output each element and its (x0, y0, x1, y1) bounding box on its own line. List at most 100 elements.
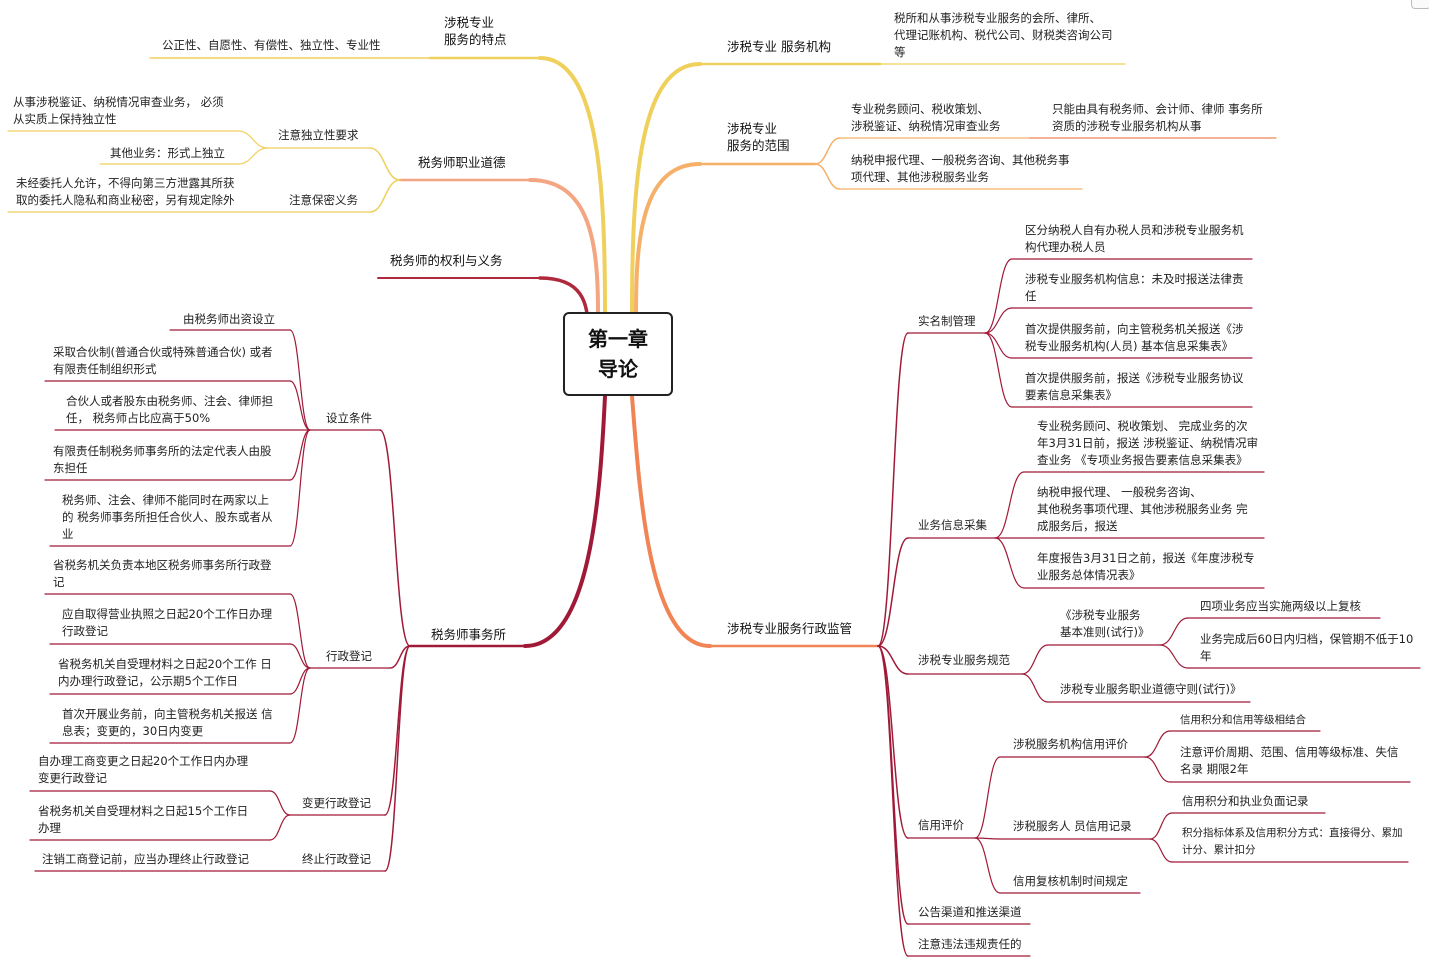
node-xy-c3[interactable]: 信用复核机制时间规定 (1013, 874, 1128, 888)
node-xinyong[interactable]: 信用评价 (918, 818, 964, 832)
node-fw-c1a[interactable]: 只能由具有税务师、会计师、律师 事务所资质的涉税专业服务机构从事 (1052, 102, 1263, 133)
connector-xy-c1b (1144, 756, 1171, 783)
node-xy-c1[interactable]: 涉税服务机构信用评价 (1013, 737, 1128, 751)
node-zz-c1[interactable]: 注销工商登记前，应当办理终止行政登记 (42, 852, 249, 866)
connector-sm-c3 (984, 332, 1013, 359)
node-baomi[interactable]: 注意保密义务 (289, 193, 358, 207)
node-daode[interactable]: 税务师职业道德 (418, 155, 506, 170)
node-gf-c1a[interactable]: 四项业务应当实施两级以上复核 (1200, 599, 1361, 613)
connector-xy-c2 (974, 837, 1001, 840)
node-xx-c1[interactable]: 专业税务顾问、税收策划、 完成业务的次年3月31日前，报送 涉税鉴证、纳税情况审… (1037, 419, 1259, 467)
node-xz-c3[interactable]: 省税务机关自受理材料之日起20个工作 日内办理行政登记，公示期5个工作日 (58, 657, 272, 688)
node-sheli-c3[interactable]: 合伙人或者股东由税务师、注会、律师担任， 税务师占比应高于50% (66, 394, 273, 425)
node-sm-c4[interactable]: 首次提供服务前，报送《涉税专业服务协议要素信息采集表》 (1025, 371, 1244, 402)
node-gonggao[interactable]: 公告渠道和推送渠道 (918, 905, 1022, 919)
node-xinxi[interactable]: 业务信息采集 (918, 518, 987, 532)
connector-gonggao (877, 645, 909, 925)
connector-xy-c1a (1144, 730, 1171, 758)
node-baomi-c1[interactable]: 未经委托人允许，不得向第三方泄露其所获取的委托人隐私和商业秘密，另有规定除外 (16, 176, 235, 207)
node-gf-c1[interactable]: 《涉税专业服务基本准则(试行)》 (1060, 608, 1150, 639)
connector-sheli (379, 429, 411, 647)
node-xy-c2b[interactable]: 积分指标体系及信用积分方式：直接得分、累加计分、累计扣分 (1182, 827, 1403, 856)
node-xx-c3[interactable]: 年度报告3月31日之前，报送《年度涉税专业服务总体情况表》 (1037, 551, 1255, 582)
node-sheli-c2[interactable]: 采取合伙制(普通合伙或特殊普通合伙) 或者有限责任制组织形式 (53, 345, 273, 376)
node-jianguan[interactable]: 涉税专业服务行政监管 (727, 621, 853, 636)
connector-sheli-c1 (289, 329, 311, 431)
node-xingzheng[interactable]: 行政登记 (326, 649, 372, 663)
connector-sm-c4 (984, 332, 1013, 408)
node-zhongzhi[interactable]: 终止行政登记 (302, 852, 371, 866)
node-xy-c1b[interactable]: 注意评价周期、范围、信用等级标准、失信名录 期限2年 (1180, 745, 1399, 776)
node-sheli[interactable]: 设立条件 (326, 411, 372, 425)
connector-xingzheng (389, 645, 411, 669)
node-jigou-c1[interactable]: 税所和从事涉税专业服务的会所、律所、代理记账机构、税代公司、财税类咨询公司等 (894, 11, 1113, 59)
connector-xz-c2 (289, 643, 311, 669)
connector-xy-c1 (974, 756, 1001, 839)
connector-shiming (877, 332, 909, 647)
node-xz-c2[interactable]: 应自取得营业执照之日起20个工作日办理行政登记 (62, 607, 273, 638)
node-duli-c2[interactable]: 其他业务：形式上独立 (110, 146, 225, 160)
connector-xx-c1 (994, 471, 1025, 539)
node-xy-c2[interactable]: 涉税服务人 员信用记录 (1013, 819, 1132, 833)
node-xz-c1[interactable]: 省税务机关负责本地区税务师事务所行政登记 (53, 558, 272, 589)
connector-biangeng (384, 645, 411, 816)
connector-weifa (877, 645, 909, 957)
connector-xy-c2b (1149, 838, 1173, 863)
connector-xy-c3 (974, 837, 1001, 894)
node-guifan[interactable]: 涉税专业服务规范 (918, 653, 1010, 667)
node-xz-c4[interactable]: 首次开展业务前，向主管税务机关报送 信息表；变更的，30日内变更 (62, 707, 273, 738)
node-sm-c2[interactable]: 涉税专业服务机构信息：未及时报送法律责任 (1025, 272, 1244, 303)
connector-gf-c2 (1021, 673, 1049, 703)
connector-fw-c1 (814, 137, 841, 165)
connector-fanwei (634, 162, 702, 314)
node-tezheng-c1[interactable]: 公正性、自愿性、有偿性、独立性、专业性 (162, 38, 381, 52)
node-tezheng[interactable]: 涉税专业服务的特点 (444, 15, 507, 47)
connector-zhongzhi (384, 645, 411, 872)
root-node[interactable]: 第一章 导论 (563, 312, 673, 396)
connector-gf-c1b (1159, 644, 1189, 669)
node-fanwei[interactable]: 涉税专业服务的范围 (727, 121, 790, 153)
node-quanli[interactable]: 税务师的权利与义务 (390, 253, 503, 268)
connector-sheli-c4 (289, 429, 311, 481)
node-sheli-c5[interactable]: 税务师、注会、律师不能同时在两家以上的 税务师事务所担任合伙人、股东或者从业 (62, 493, 273, 541)
connector-tezheng (538, 56, 607, 314)
node-bg-c1[interactable]: 自办理工商变更之日起20个工作日内办理变更行政登记 (38, 754, 249, 785)
connector-jigou (630, 62, 702, 314)
node-sheli-c4[interactable]: 有限责任制税务师事务所的法定代表人由股东担任 (53, 444, 272, 475)
connector-sm-c2 (984, 307, 1013, 334)
node-shiwusuo[interactable]: 税务师事务所 (431, 627, 507, 642)
window-corner-control[interactable] (1411, 0, 1429, 9)
connector-bg-c2 (269, 814, 291, 841)
node-duli[interactable]: 注意独立性要求 (278, 128, 359, 142)
node-biangeng[interactable]: 变更行政登记 (302, 796, 371, 810)
connector-sm-c1 (984, 258, 1013, 334)
node-xy-c1a[interactable]: 信用积分和信用等级相结合 (1180, 714, 1306, 726)
connector-fw-c2 (814, 163, 841, 190)
node-weifa[interactable]: 注意违法违规责任的 (918, 937, 1022, 951)
connector-sheli-c2 (289, 380, 311, 431)
connector-gf-c1 (1021, 644, 1049, 675)
node-jigou[interactable]: 涉税专业 服务机构 (727, 39, 831, 54)
connector-xx-c3 (994, 537, 1025, 589)
connector-baomi (369, 179, 401, 213)
node-xy-c2a[interactable]: 信用积分和执业负面记录 (1182, 794, 1309, 808)
node-sm-c1[interactable]: 区分纳税人自有办税人员和涉税专业服务机构代理办税人员 (1025, 223, 1244, 254)
node-gf-c2[interactable]: 涉税专业服务职业道德守则(试行)》 (1060, 682, 1242, 696)
node-sheli-c1[interactable]: 由税务师出资设立 (183, 312, 275, 326)
connector-shiwusuo (523, 394, 607, 648)
node-fw-c1[interactable]: 专业税务顾问、税收策划、涉税鉴证、纳税情况审查业务 (851, 102, 1001, 133)
node-xx-c2[interactable]: 纳税申报代理、 一般税务咨询、其他税务事项代理、其他涉税服务业务 完成服务后，报… (1037, 485, 1248, 533)
connector-gf-c1a (1159, 617, 1189, 646)
connector-jianguan (630, 394, 712, 648)
node-shiming[interactable]: 实名制管理 (918, 314, 976, 328)
node-fw-c2[interactable]: 纳税申报代理、一般税务咨询、其他税务事项代理、其他涉税服务业务 (851, 153, 1070, 184)
connector-guifan (877, 645, 909, 675)
node-sm-c3[interactable]: 首次提供服务前，向主管税务机关报送《涉税专业服务机构(人员) 基本信息采集表》 (1025, 322, 1244, 353)
connector-xinyong (877, 645, 909, 839)
node-bg-c2[interactable]: 省税务机关自受理材料之日起15个工作日办理 (38, 804, 249, 835)
node-duli-c1[interactable]: 从事涉税鉴证、纳税情况审查业务， 必须从实质上保持独立性 (13, 95, 224, 126)
connector-daode (528, 178, 600, 314)
connector-sheli-c5 (289, 429, 311, 547)
connector-xz-c1 (289, 593, 311, 669)
